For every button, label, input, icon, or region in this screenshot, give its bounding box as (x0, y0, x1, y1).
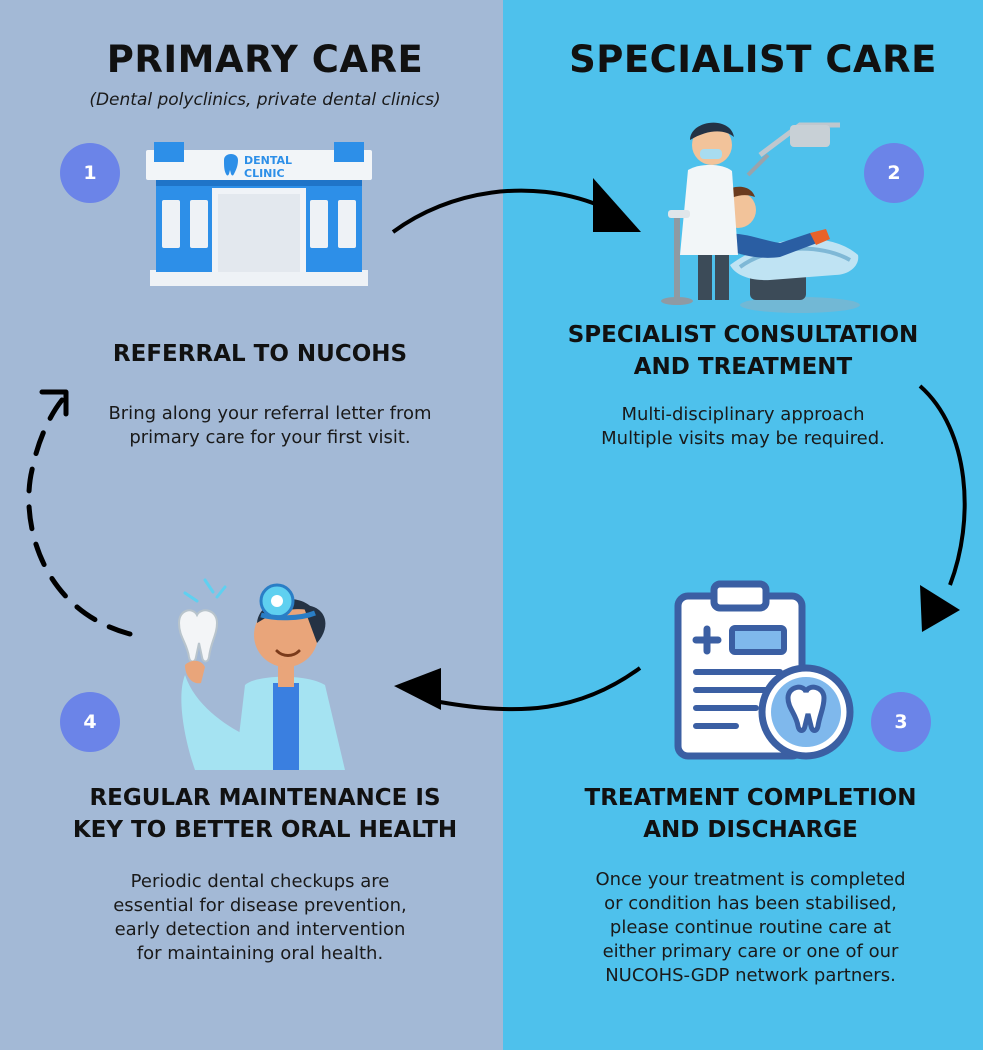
step-3-title-line: AND DISCHARGE (643, 817, 858, 843)
clinic-sign-line2: CLINIC (244, 167, 285, 180)
arrowhead-4-to-1 (39, 389, 69, 417)
step-3-badge: 3 (871, 692, 931, 752)
step-2-title-line: AND TREATMENT (633, 354, 853, 380)
dentist-with-patient-icon (661, 122, 860, 313)
step-1-badge: 1 (60, 143, 120, 203)
step-4-title-line: KEY TO BETTER ORAL HEALTH (72, 817, 458, 843)
dental-clinic-building-icon: DENTAL CLINIC (146, 142, 372, 286)
arrow-3-to-4 (439, 666, 642, 712)
step-4-body-line: early detection and intervention (114, 919, 406, 940)
specialist-care-heading: SPECIALIST CARE (569, 38, 937, 81)
step-2-body-line: Multi-disciplinary approach (621, 404, 865, 425)
step-4-body-line: Periodic dental checkups are (130, 871, 390, 892)
step-2-body-line: Multiple visits may be required. (601, 428, 885, 449)
step-4-badge: 4 (60, 692, 120, 752)
step-4-body: Periodic dental checkups are essential f… (0, 870, 520, 966)
arrow-1-to-2 (391, 188, 599, 234)
arrow-4-to-1-dashed (26, 397, 133, 637)
step-1-body: Bring along your referral letter from pr… (0, 402, 540, 450)
step-4-body-line: essential for disease prevention, (113, 895, 407, 916)
step-3-title: TREATMENT COMPLETION AND DISCHARGE (503, 782, 983, 846)
step-3-title-line: TREATMENT COMPLETION (584, 785, 917, 811)
step-4-title: REGULAR MAINTENANCE IS KEY TO BETTER ORA… (0, 782, 530, 846)
step-1-body-line: Bring along your referral letter from (108, 403, 432, 424)
step-1-body-line: primary care for your first visit. (129, 427, 411, 448)
step-2-body: Multi-disciplinary approach Multiple vis… (503, 403, 983, 451)
step-3-body-line: either primary care or one of our (602, 941, 899, 962)
step-4-body-line: for maintaining oral health. (136, 943, 384, 964)
step-3-body: Once your treatment is completed or cond… (503, 868, 983, 988)
step-2-title-line: SPECIALIST CONSULTATION (567, 322, 919, 348)
arrowhead-1-to-2 (593, 178, 641, 232)
step-1-title: REFERRAL TO NUCOHS (0, 338, 520, 370)
arrowhead-3-to-4 (394, 668, 441, 710)
clinic-sign-line1: DENTAL (244, 154, 292, 167)
step-3-body-line: NUCOHS-GDP network partners. (605, 965, 896, 986)
clipboard-tooth-icon (674, 580, 854, 760)
primary-care-heading: PRIMARY CARE (106, 38, 424, 81)
step-2-title: SPECIALIST CONSULTATION AND TREATMENT (503, 319, 983, 383)
step-4-title-line: REGULAR MAINTENANCE IS (89, 785, 441, 811)
step-2-badge: 2 (864, 143, 924, 203)
step-3-body-line: please continue routine care at (609, 917, 892, 938)
step-1-title-line: REFERRAL TO NUCOHS (112, 341, 408, 367)
dentist-holding-tooth-icon (177, 578, 345, 770)
step-3-body-line: or condition has been stabilised, (604, 893, 897, 914)
arrowhead-2-to-3 (920, 585, 960, 632)
arrow-2-to-3 (918, 384, 967, 586)
primary-care-subheading: (Dental polyclinics, private dental clin… (89, 90, 441, 110)
step-3-body-line: Once your treatment is completed (595, 869, 906, 890)
